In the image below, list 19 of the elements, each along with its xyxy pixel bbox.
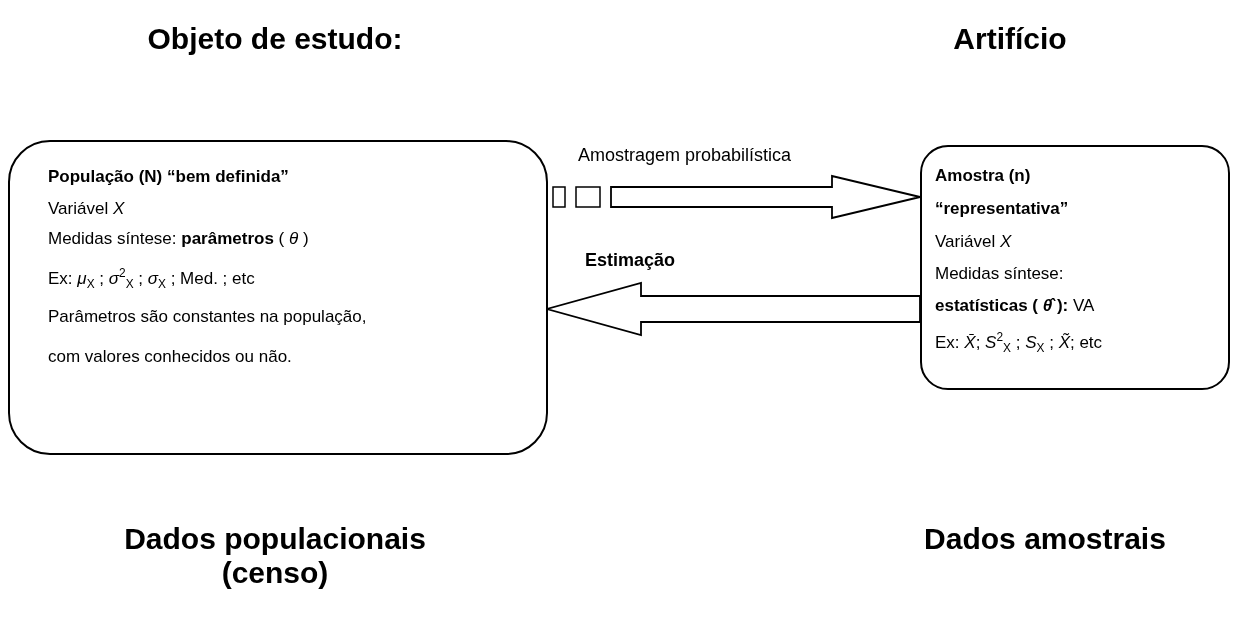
box-text: Parâmetros são constantes na população, com valores conhecidos ou não. — [48, 306, 368, 368]
box-heading: População (N) “bem definida” — [48, 166, 290, 188]
box-text: Medidas síntese: — [935, 263, 1065, 285]
edge-label: Estimação — [585, 250, 676, 271]
rounded-box — [920, 145, 1230, 390]
section-heading: Dados populacionais (censo) — [123, 522, 427, 590]
box-text: Ex: μ$_{X}$ ; σ$^{2}$$_{X}$ ; σ$_{X}$ ; Med. ; etc — [48, 265, 256, 294]
box-text: Variável X — [935, 231, 1013, 253]
section-heading: Dados amostrais — [923, 522, 1167, 556]
edge-label: Amostragem probabilística — [578, 145, 792, 166]
section-heading: Artifício — [952, 22, 1068, 56]
box-heading: Amostra (n) “representativa” — [935, 165, 1070, 220]
box-text: estatísticas ( θ̂ ): VA — [935, 295, 1096, 317]
rounded-box — [8, 140, 548, 455]
box-text: Ex: X̄; S$^{2}$$_{X}$ ; S$_{X}$ ; X̃; etc — [935, 329, 1104, 358]
block-arrow — [610, 174, 921, 220]
section-heading: Objeto de estudo: — [146, 22, 404, 56]
box-text: Medidas síntese: parâmetros ( θ ) — [48, 228, 310, 250]
box-text: Variável X — [48, 198, 126, 220]
